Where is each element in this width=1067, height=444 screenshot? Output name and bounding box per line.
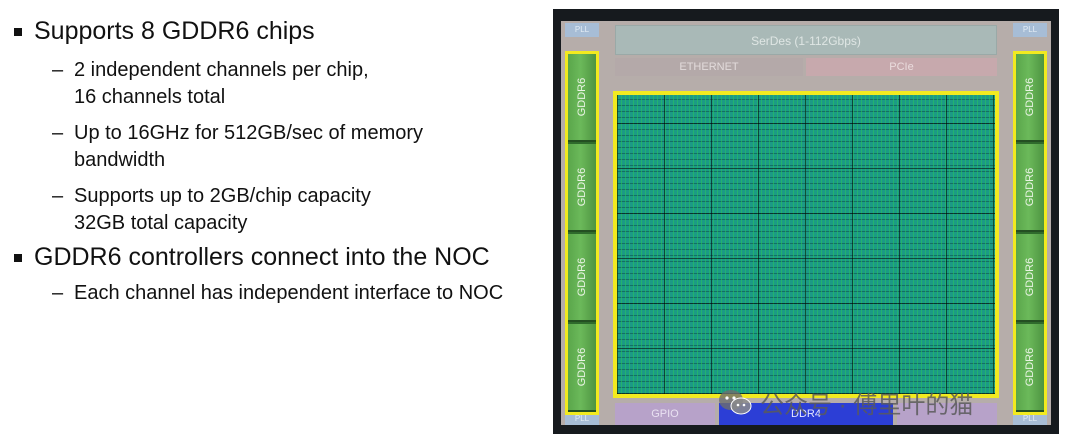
- dash-marker: –: [52, 59, 64, 81]
- gpio-block: GPIO: [615, 403, 715, 425]
- dash-marker: –: [52, 282, 64, 304]
- sub-bullet-line: 2 independent channels per chip,: [74, 59, 369, 81]
- die-floorplan: PLL PLL PLL PLL SerDes (1-112Gbps) ETHER…: [561, 21, 1051, 425]
- sub-bullet-capacity: – Supports up to 2GB/chip capacity 32GB …: [14, 183, 544, 237]
- bullet-text: Supports 8 GDDR6 chips: [34, 17, 315, 45]
- sub-bullet-bandwidth: – Up to 16GHz for 512GB/sec of memory ba…: [14, 120, 544, 174]
- sub-bullet-channels: – 2 independent channels per chip, 16 ch…: [14, 57, 544, 111]
- dash-marker: –: [52, 122, 64, 144]
- bullet-list: Supports 8 GDDR6 chips – 2 independent c…: [14, 16, 544, 307]
- gpio-block-right: [897, 403, 997, 425]
- watermark-text: 公众号 · 傅里叶的猫: [760, 391, 974, 419]
- serdes-block: SerDes (1-112Gbps): [615, 25, 997, 55]
- gddr6-label: GDDR6: [1024, 77, 1036, 117]
- gddr6-block: GDDR6: [1016, 54, 1044, 142]
- pll-block: PLL: [1013, 413, 1047, 425]
- bullet-text: GDDR6 controllers connect into the NOC: [34, 243, 490, 271]
- gddr6-label: GDDR6: [576, 347, 588, 387]
- gddr6-column-right: GDDR6 GDDR6 GDDR6 GDDR6: [1013, 51, 1047, 415]
- sub-bullet-line: bandwidth: [74, 149, 166, 171]
- square-bullet-icon: [14, 254, 22, 262]
- pcie-block: PCIe: [806, 58, 997, 76]
- compute-core-array: [613, 91, 999, 398]
- bullet-gddr6-chips: Supports 8 GDDR6 chips: [14, 16, 544, 46]
- pll-block: PLL: [1013, 23, 1047, 37]
- ethernet-block: ETHERNET: [615, 58, 803, 76]
- gddr6-label: GDDR6: [1024, 257, 1036, 297]
- ddr4-block: DDR4: [719, 403, 893, 425]
- gddr6-label: GDDR6: [1024, 347, 1036, 387]
- pll-block: PLL: [565, 413, 599, 425]
- watermark: 公众号 · 傅里叶的猫: [718, 382, 973, 422]
- dash-marker: –: [52, 185, 64, 207]
- sub-bullet-line: Each channel has independent interface t…: [74, 282, 504, 304]
- pll-block: PLL: [565, 23, 599, 37]
- sub-bullet-interface: – Each channel has independent interface…: [14, 280, 544, 307]
- sub-bullet-line: Up to 16GHz for 512GB/sec of memory: [74, 122, 424, 144]
- gddr6-label: GDDR6: [1024, 167, 1036, 207]
- gddr6-label: GDDR6: [576, 257, 588, 297]
- sub-bullet-line: 16 channels total: [74, 86, 226, 108]
- gddr6-label: GDDR6: [576, 167, 588, 207]
- gddr6-block: GDDR6: [568, 234, 596, 322]
- gddr6-label: GDDR6: [576, 77, 588, 117]
- sub-bullet-line: Supports up to 2GB/chip capacity: [74, 185, 371, 207]
- gddr6-block: GDDR6: [1016, 144, 1044, 232]
- square-bullet-icon: [14, 28, 22, 36]
- gddr6-block: GDDR6: [568, 54, 596, 142]
- bullet-noc: GDDR6 controllers connect into the NOC: [14, 242, 544, 272]
- gddr6-block: GDDR6: [568, 324, 596, 412]
- gddr6-block: GDDR6: [568, 144, 596, 232]
- wechat-icon: [718, 388, 752, 416]
- sub-bullet-line: 32GB total capacity: [74, 212, 248, 234]
- gddr6-column-left: GDDR6 GDDR6 GDDR6 GDDR6: [565, 51, 599, 415]
- chip-die-image: PLL PLL PLL PLL SerDes (1-112Gbps) ETHER…: [553, 9, 1059, 434]
- gddr6-block: GDDR6: [1016, 234, 1044, 322]
- gddr6-block: GDDR6: [1016, 324, 1044, 412]
